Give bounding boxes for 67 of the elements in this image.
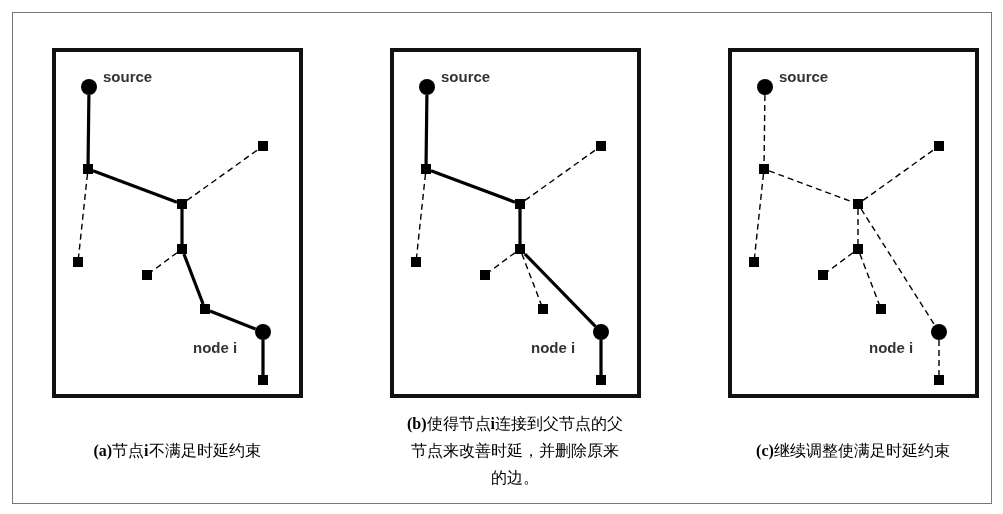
- square-node: [200, 304, 210, 314]
- square-node: [515, 199, 525, 209]
- connector-line: [180, 209, 184, 244]
- caption: (c)继续调整使满足时延约束: [756, 440, 950, 462]
- connector-line: [186, 148, 259, 202]
- node-label: source: [441, 69, 491, 84]
- caption: (b)使得节点i连接到父节点的父节点来改善时延，并删除原来的边。: [406, 413, 624, 488]
- square-node: [596, 375, 606, 385]
- square-node: [759, 164, 769, 174]
- circle-node: [419, 79, 435, 95]
- square-node: [177, 244, 187, 254]
- connector-line: [938, 339, 940, 376]
- connector-line: [860, 208, 936, 326]
- connector-line: [77, 173, 89, 258]
- circle-node: [757, 79, 773, 95]
- square-node: [596, 141, 606, 151]
- connector-line: [857, 208, 859, 245]
- connector-line: [182, 253, 205, 305]
- node-label: source: [103, 69, 153, 84]
- square-node: [480, 270, 490, 280]
- connector-line: [524, 148, 597, 202]
- graph-panel: [728, 48, 979, 398]
- square-node: [411, 257, 421, 267]
- square-node: [515, 244, 525, 254]
- connector-line: [523, 252, 597, 328]
- connector-line: [261, 340, 265, 375]
- square-node: [876, 304, 886, 314]
- square-node: [853, 244, 863, 254]
- connector-line: [424, 95, 429, 165]
- connector-line: [86, 95, 91, 165]
- square-node: [853, 199, 863, 209]
- circle-node: [81, 79, 97, 95]
- square-node: [142, 270, 152, 280]
- square-node: [177, 199, 187, 209]
- connector-line: [209, 309, 257, 331]
- circle-node: [255, 324, 271, 340]
- connector-line: [827, 252, 854, 272]
- connector-line: [862, 148, 935, 202]
- square-node: [538, 304, 548, 314]
- square-node: [73, 257, 83, 267]
- circle-node: [931, 324, 947, 340]
- connector-line: [518, 209, 522, 244]
- node-label: source: [779, 69, 829, 84]
- graph-panel: [52, 48, 303, 398]
- square-node: [934, 375, 944, 385]
- graph-panel: [390, 48, 641, 398]
- square-node: [258, 375, 268, 385]
- node-label: node i: [869, 340, 914, 355]
- node-label: node i: [193, 340, 238, 355]
- connector-line: [430, 169, 516, 204]
- connector-line: [521, 253, 542, 305]
- square-node: [258, 141, 268, 151]
- square-node: [749, 257, 759, 267]
- connector-line: [859, 253, 880, 305]
- connector-line: [753, 173, 765, 258]
- square-node: [421, 164, 431, 174]
- connector-line: [489, 252, 516, 272]
- connector-line: [415, 173, 427, 258]
- node-label: node i: [531, 340, 576, 355]
- square-node: [934, 141, 944, 151]
- caption: (a)节点i不满足时延约束: [93, 440, 261, 462]
- square-node: [83, 164, 93, 174]
- circle-node: [593, 324, 609, 340]
- square-node: [818, 270, 828, 280]
- connector-line: [599, 340, 603, 375]
- connector-line: [92, 169, 178, 204]
- connector-line: [151, 252, 178, 272]
